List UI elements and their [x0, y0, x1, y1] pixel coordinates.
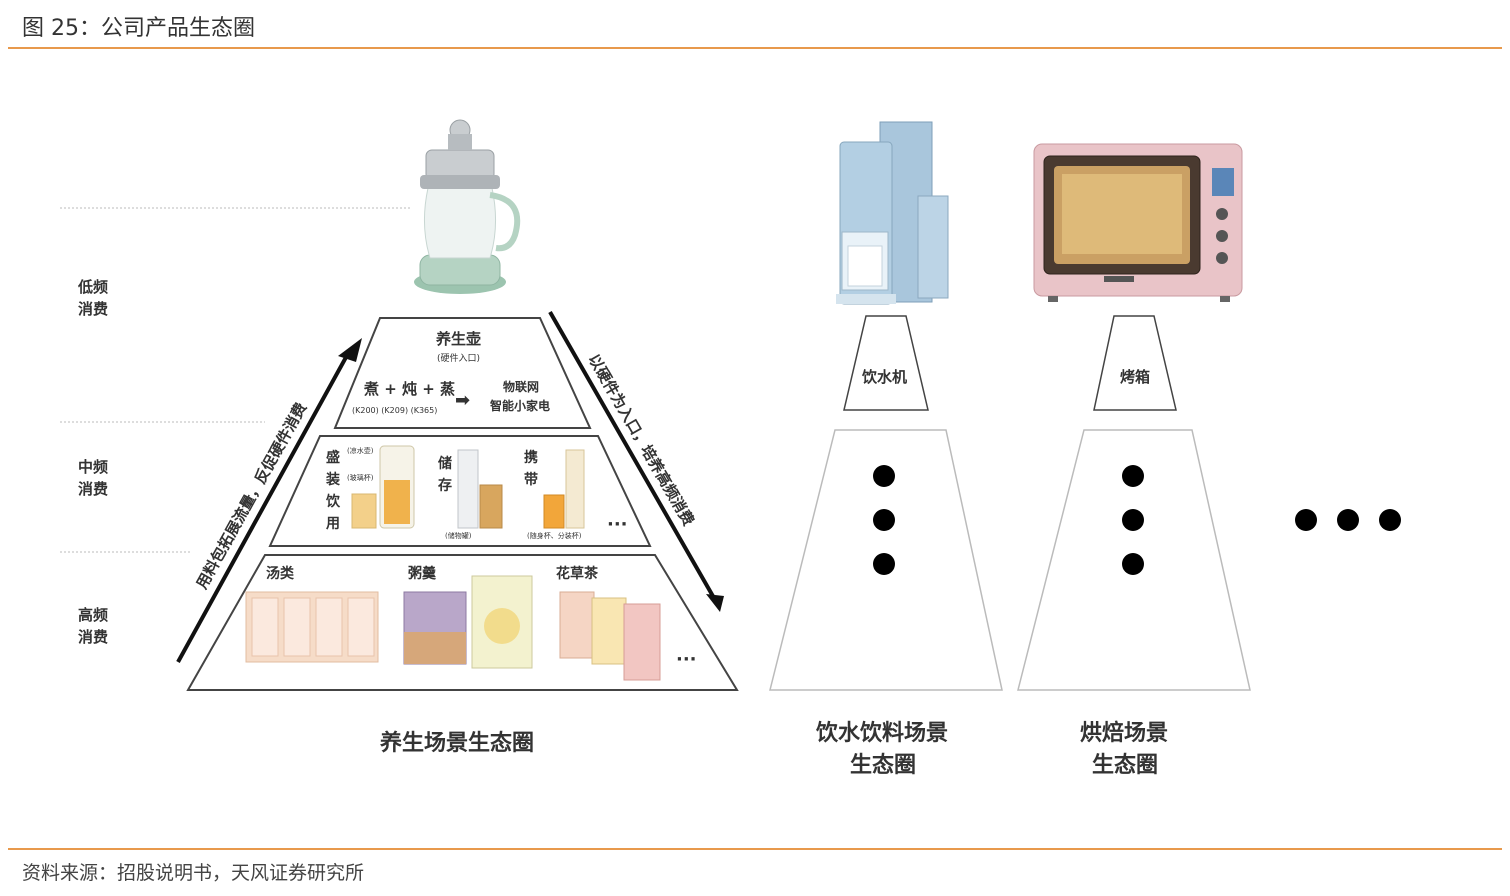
svg-text:(随身杯、分装杯): (随身杯、分装杯): [527, 531, 582, 540]
more-dot-3: [1379, 509, 1401, 531]
svg-text:消费: 消费: [78, 300, 108, 318]
svg-text:装: 装: [325, 471, 341, 488]
svg-text:消费: 消费: [78, 628, 108, 646]
pyramid-top-tier: [333, 317, 592, 429]
water-caption-line1: 饮水饮料场景: [815, 721, 948, 746]
water-device-name: 饮水机: [861, 368, 907, 386]
arrow-right-glyph: ➡: [455, 390, 470, 411]
health-caption: 养生场景生态圈: [379, 730, 534, 756]
source-note: 资料来源：招股说明书，天风证券研究所: [22, 862, 365, 884]
svg-text:(储物罐): (储物罐): [445, 531, 472, 540]
svg-text:花草茶: 花草茶: [556, 565, 599, 582]
frequency-high-label: 高频 消费: [78, 606, 108, 646]
svg-text:(玻璃杯): (玻璃杯): [347, 473, 374, 482]
bottom-rule: [8, 848, 1502, 850]
kettle-sub: (硬件入口): [437, 352, 480, 364]
oven-top-trapezoid: [1093, 315, 1177, 411]
more-dot-1: [1295, 509, 1317, 531]
middle-tier-contents: 盛 装 饮 用 (凉水壶) (玻璃杯) 储 存 (储物罐) 携 带 (随身杯、分…: [325, 445, 628, 540]
oven-caption-line2: 生态圈: [1092, 752, 1158, 778]
iot-line2: 智能小家电: [489, 398, 550, 413]
iot-line1: 物联网: [503, 379, 539, 394]
svg-text:粥羹: 粥羹: [408, 565, 437, 582]
health-kettle-image: [414, 119, 521, 294]
svg-text:···: ···: [607, 514, 628, 535]
svg-text:储: 储: [437, 455, 452, 472]
svg-text:中频: 中频: [78, 458, 108, 476]
oven-caption-line1: 烘焙场景: [1080, 720, 1168, 746]
svg-text:盛: 盛: [326, 449, 340, 466]
kettle-functions: 煮 + 炖 + 蒸: [363, 380, 455, 398]
svg-text:存: 存: [438, 477, 452, 494]
left-up-arrow: [176, 338, 362, 663]
oven-image: [1033, 143, 1243, 302]
svg-text:(凉水壶): (凉水壶): [347, 446, 374, 455]
water-caption-line2: 生态圈: [850, 752, 916, 778]
svg-text:带: 带: [524, 472, 538, 488]
frequency-low-label: 低频 消费: [77, 278, 108, 318]
top-rule: [8, 47, 1502, 49]
svg-text:汤类: 汤类: [266, 565, 295, 582]
svg-text:高频: 高频: [78, 606, 108, 624]
oven-dot-3: [1122, 553, 1144, 575]
svg-text:消费: 消费: [78, 480, 108, 498]
water-top-trapezoid: [843, 315, 929, 411]
bottom-tier-contents: 汤类 粥羹 花草茶 ···: [245, 565, 697, 681]
svg-text:饮: 饮: [325, 493, 341, 510]
oven-dot-1: [1122, 465, 1144, 487]
ecosystem-diagram: 低频 消费 中频 消费 高频 消费 养生壶 (硬件入口) 煮 + 炖 + 蒸 (…: [60, 119, 1401, 778]
more-dot-2: [1337, 509, 1359, 531]
svg-text:携: 携: [524, 449, 538, 466]
svg-text:低频: 低频: [77, 278, 108, 296]
right-down-arrow: [548, 311, 724, 612]
water-dot-1: [873, 465, 895, 487]
svg-text:···: ···: [676, 649, 697, 670]
figure-title: 图 25：公司产品生态圈: [22, 16, 255, 41]
water-dot-3: [873, 553, 895, 575]
frequency-mid-label: 中频 消费: [78, 458, 108, 498]
oven-device-name: 烤箱: [1120, 368, 1150, 386]
svg-text:用: 用: [326, 516, 340, 532]
kettle-models: (K200) (K209) (K365): [352, 406, 437, 415]
kettle-name: 养生壶: [435, 330, 481, 348]
water-dispenser-image: [836, 121, 949, 305]
oven-dot-2: [1122, 509, 1144, 531]
water-dot-2: [873, 509, 895, 531]
